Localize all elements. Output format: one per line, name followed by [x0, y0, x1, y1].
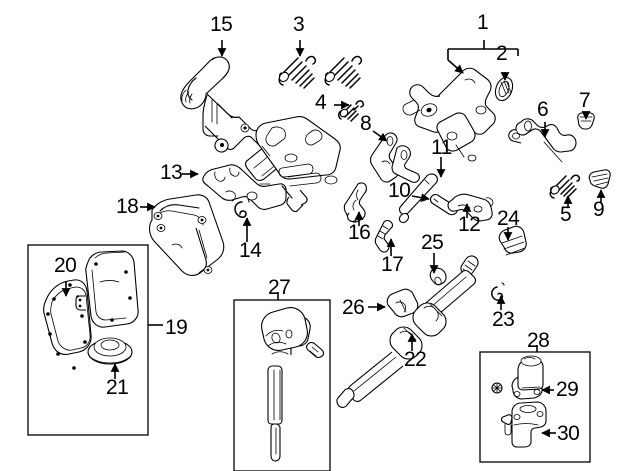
lever-arm — [343, 182, 367, 223]
callout-label-12: 12 — [458, 213, 481, 236]
callout-label-10: 10 — [388, 179, 411, 202]
callout-label-7: 7 — [579, 89, 591, 112]
bearing-ring — [494, 76, 514, 102]
callout-label-29: 29 — [556, 378, 579, 401]
callout-label-19: 19 — [165, 316, 188, 339]
inset-box-19 — [27, 244, 149, 436]
callout-label-3: 3 — [293, 13, 305, 36]
column-upper-housing — [255, 116, 341, 187]
callout-label-17: 17 — [381, 253, 404, 276]
callout-label-21: 21 — [106, 376, 129, 399]
lock-bracket — [369, 132, 420, 183]
clip-hook — [234, 198, 250, 218]
callout-label-13: 13 — [160, 161, 183, 184]
callout-label-26: 26 — [342, 296, 365, 319]
coil-spring-lower — [549, 174, 581, 199]
callout-label-30: 30 — [557, 422, 580, 445]
callout-label-4: 4 — [315, 91, 327, 114]
bolt-long — [398, 173, 438, 224]
callout-label-22: 22 — [404, 348, 427, 371]
callout-label-1: 1 — [477, 11, 489, 34]
universal-joint-lower — [500, 401, 547, 448]
inset-box-28 — [479, 351, 591, 463]
fastener-icon — [491, 382, 503, 394]
inset-28-content — [491, 355, 547, 448]
inset-box-27 — [233, 299, 331, 471]
callout-label-5: 5 — [560, 203, 572, 226]
column-cover-boot — [149, 194, 225, 276]
upper-steering-column-housing — [402, 67, 496, 162]
callout-label-14: 14 — [239, 239, 262, 262]
callout-label-27: 27 — [268, 276, 291, 299]
callout-label-9: 9 — [593, 198, 605, 221]
bolt-short — [374, 219, 394, 253]
screw-small — [588, 169, 611, 189]
tilt-lever — [508, 118, 577, 163]
grommet — [87, 337, 133, 365]
column-bracket — [202, 164, 287, 210]
callout-label-25: 25 — [421, 231, 444, 254]
callout-label-8: 8 — [360, 112, 372, 135]
inset-27-content — [261, 307, 325, 462]
clip-small — [491, 282, 505, 301]
callout-label-16: 16 — [348, 221, 371, 244]
callout-label-23: 23 — [492, 308, 515, 331]
callout-label-20: 20 — [54, 254, 77, 277]
coil-spring-upper-2 — [324, 55, 363, 89]
tilt-bracket-assembly — [180, 56, 269, 153]
bushing-ribbed — [498, 225, 527, 256]
coil-spring-upper — [278, 55, 317, 89]
intermediate-shaft — [336, 255, 479, 408]
callout-label-11: 11 — [431, 136, 452, 159]
callout-label-24: 24 — [497, 207, 520, 230]
yoke-collar — [386, 288, 419, 318]
universal-joint-upper — [491, 355, 544, 400]
callout-label-28: 28 — [527, 329, 550, 352]
callout-label-18: 18 — [116, 195, 139, 218]
callout-label-2: 2 — [496, 42, 508, 65]
callout-label-15: 15 — [210, 13, 233, 36]
callout-label-6: 6 — [537, 98, 549, 121]
leader-lines — [61, 40, 606, 438]
inset-19-content — [43, 250, 139, 370]
coil-spring-small — [338, 100, 365, 122]
washer-oval — [429, 267, 447, 286]
